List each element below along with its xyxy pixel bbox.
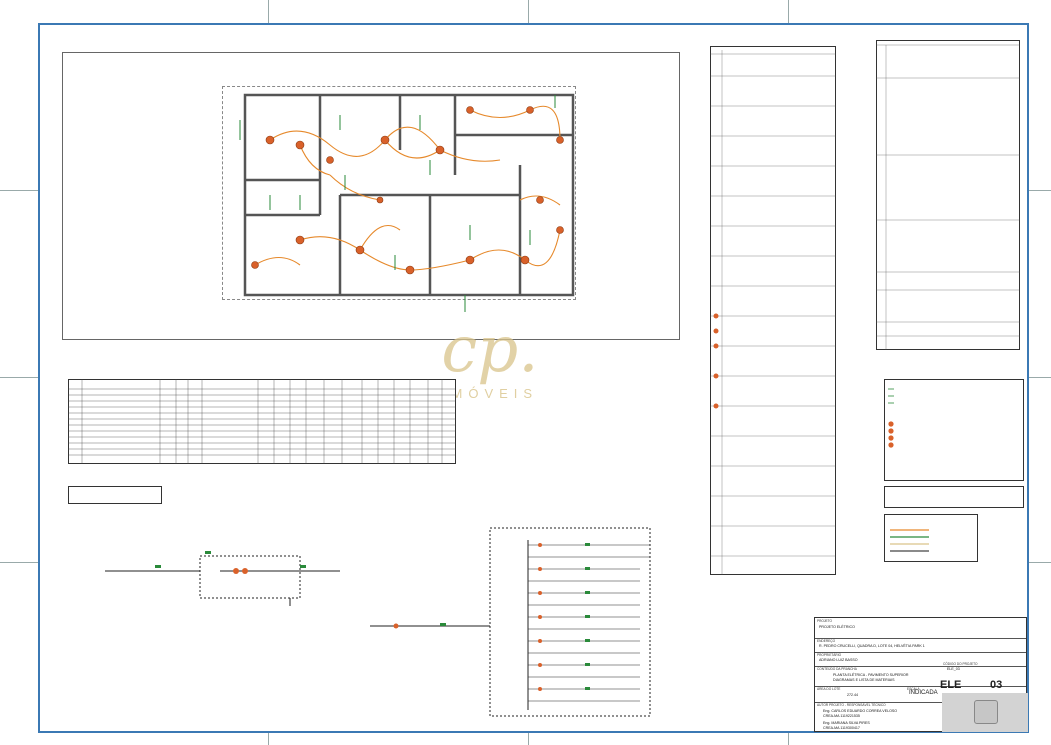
area-value: 272.44 — [847, 693, 858, 697]
materials-list-grid — [710, 50, 836, 575]
circuit-notes-table — [884, 486, 1024, 508]
address-label: ENDEREÇO — [817, 639, 836, 643]
watermark: cp. IMÓVEIS — [380, 318, 600, 401]
grid-tick — [0, 377, 38, 378]
branch-circuits — [528, 544, 650, 702]
grid-tick — [1029, 377, 1051, 378]
ground-marks — [239, 95, 556, 312]
engineer-2: Eng. MARIANA SILVA PIRES — [823, 721, 870, 725]
scale-label: ESCALA — [907, 687, 920, 691]
small-schedule-table — [68, 486, 162, 504]
grid-tick — [268, 733, 269, 745]
symbol-legend-icons — [888, 388, 894, 448]
wire-color-swatches — [890, 529, 929, 552]
content-label: CONTEÚDO DA PRANCHA — [817, 667, 857, 671]
floor-plan-frame — [62, 52, 680, 340]
materials-list-table — [710, 46, 836, 575]
floor-plan-area — [222, 86, 576, 300]
grid-tick — [268, 0, 269, 23]
grid-tick — [0, 190, 38, 191]
project-value: PROJETO ELÉTRICO — [819, 625, 855, 629]
code-value: ELE_03 — [947, 667, 960, 671]
crea-2: CREA-MA 1119300417 — [823, 726, 860, 730]
watermark-logo: cp. — [441, 313, 539, 387]
address-value: R. PEDRO CRUCELLI, QUADRA D, LOTE 04, HE… — [819, 644, 925, 648]
circuit-load-table-grid — [68, 379, 456, 464]
grid-tick — [1029, 190, 1051, 191]
crea-1: CREA-MA 1119221535 — [823, 714, 860, 718]
engineer-1: Eng. CARLOS EDUARDO CORREA VELOSO — [823, 709, 898, 713]
plan-walls — [243, 93, 575, 297]
materials-summary-grid — [876, 44, 1020, 350]
sheet-border — [38, 23, 1029, 733]
scale-value: INDICADA — [909, 690, 938, 696]
grid-tick — [528, 0, 529, 23]
company-logo-icon — [974, 700, 998, 724]
area-label: ÁREA DO LOTE — [817, 687, 841, 691]
grid-tick — [1029, 562, 1051, 563]
wire-color-legend — [884, 514, 978, 562]
code-label: CÓDIGO DO PROJETO — [943, 662, 978, 666]
light-points — [251, 106, 564, 275]
grid-tick — [788, 733, 789, 745]
author-label: AUTOR PROJETO - RESPONSÁVEL TÉCNICO — [817, 703, 886, 707]
symbol-legend-table — [884, 379, 1024, 481]
sheet-number: 03 — [990, 679, 1003, 691]
grid-tick — [528, 733, 529, 745]
project-label: PROJETO — [817, 619, 832, 623]
content-line-2: DIAGRAMAS E LISTA DE MATERIAIS — [833, 678, 895, 682]
content-line-1: PLANTA ELÉTRICA - PAVIMENTO SUPERIOR — [833, 673, 909, 677]
grid-tick — [0, 562, 38, 563]
discipline-code: ELE — [940, 679, 962, 691]
circuit-load-table — [68, 379, 456, 464]
owner-label: PROPRIETÁRIO — [817, 653, 842, 657]
title-block: PROJETO PROJETO ELÉTRICO ENDEREÇO R. PED… — [814, 617, 1027, 732]
materials-summary-table — [876, 40, 1020, 350]
grid-tick — [788, 0, 789, 23]
owner-value: ADRIANO LUIZ BASSO — [819, 658, 858, 662]
watermark-brand: IMÓVEIS — [441, 386, 539, 401]
